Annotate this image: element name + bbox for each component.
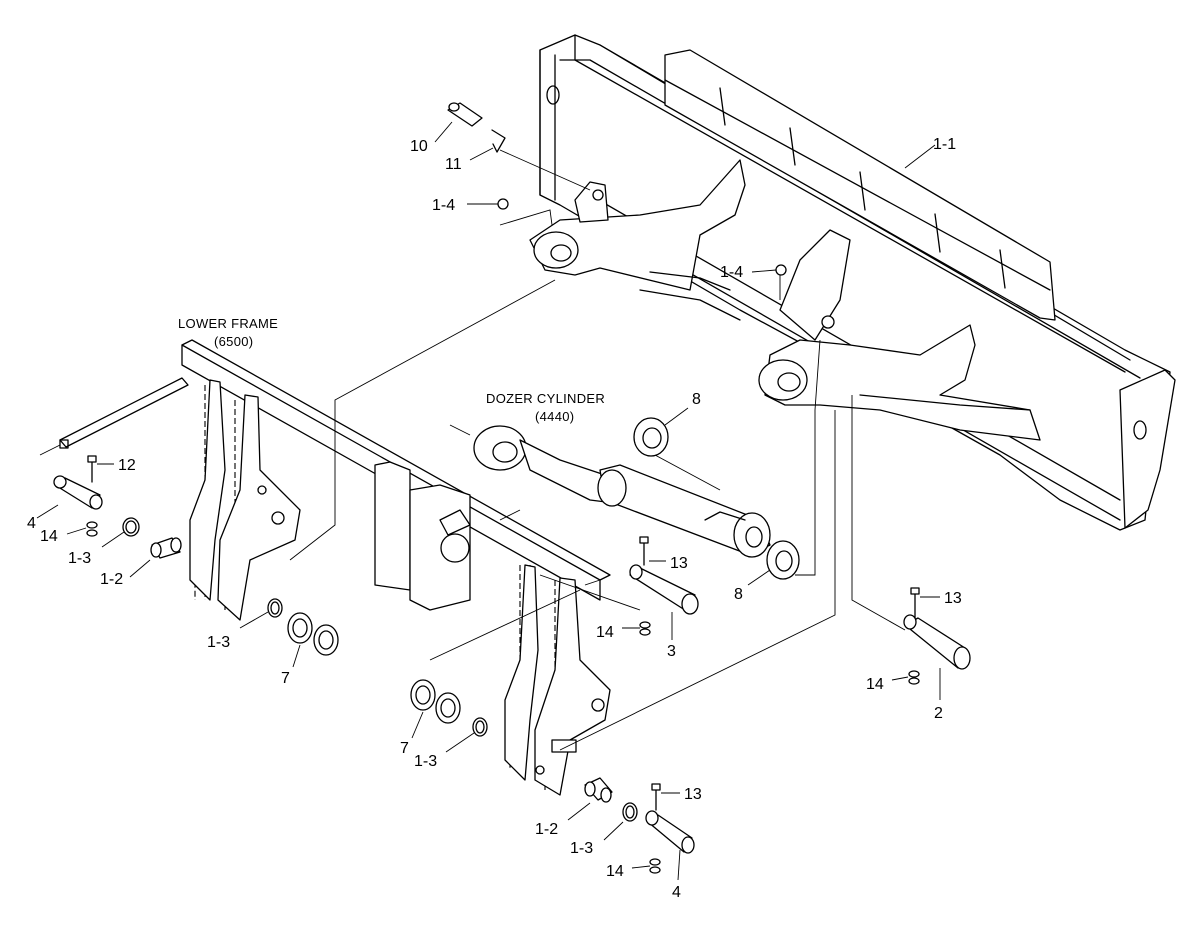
dozer-cylinder-title: DOZER CYLINDER bbox=[486, 391, 605, 406]
dozer-blade bbox=[539, 34, 1176, 531]
lower-frame-title: LOWER FRAME bbox=[178, 316, 278, 331]
titles: LOWER FRAME (6500) DOZER CYLINDER (4440) bbox=[178, 316, 605, 424]
callout-1-2-left: 1-2 bbox=[100, 571, 123, 588]
callout-7-left: 7 bbox=[281, 670, 290, 687]
callout-10: 10 bbox=[410, 138, 428, 155]
callout-11: 11 bbox=[445, 156, 462, 173]
callout-14-bottom: 14 bbox=[606, 863, 624, 880]
dozer-cylinder-code: (4440) bbox=[535, 409, 574, 424]
callout-4-bottom: 4 bbox=[672, 884, 681, 901]
push-arm-left bbox=[529, 159, 746, 321]
lower-frame-code: (6500) bbox=[214, 334, 253, 349]
callout-14-left: 14 bbox=[40, 528, 58, 545]
callout-1-4-mid: 1-4 bbox=[720, 264, 743, 281]
callout-2: 2 bbox=[934, 705, 943, 722]
leader-lines bbox=[289, 149, 906, 751]
callout-14-right: 14 bbox=[866, 676, 884, 693]
callout-13-bottom: 13 bbox=[684, 786, 702, 803]
callout-3: 3 bbox=[667, 643, 676, 660]
push-arm-right bbox=[758, 229, 1041, 441]
callout-leaders bbox=[36, 121, 941, 881]
callout-1-2-bottom: 1-2 bbox=[535, 821, 558, 838]
callout-12: 12 bbox=[118, 457, 136, 474]
callout-1-3-d: 1-3 bbox=[570, 840, 593, 857]
callout-4-left: 4 bbox=[27, 515, 36, 532]
callout-1-1: 1-1 bbox=[933, 136, 956, 153]
callout-1-4-left: 1-4 bbox=[432, 197, 455, 214]
callout-1-3-c: 1-3 bbox=[414, 753, 437, 770]
dozer-cylinder bbox=[449, 424, 771, 558]
callout-13-right: 13 bbox=[944, 590, 962, 607]
callout-labels: 10 11 1-4 1-4 1-1 8 8 12 4 14 1-3 1-2 1-… bbox=[27, 136, 962, 901]
callout-7-bottom: 7 bbox=[400, 740, 409, 757]
callout-1-3-b: 1-3 bbox=[207, 634, 230, 651]
small-parts bbox=[53, 102, 971, 874]
callout-8-top: 8 bbox=[692, 391, 701, 408]
callout-14-mid: 14 bbox=[596, 624, 614, 641]
callout-8-bottom: 8 bbox=[734, 586, 743, 603]
callout-13-mid: 13 bbox=[670, 555, 688, 572]
callout-1-3-a: 1-3 bbox=[68, 550, 91, 567]
lower-frame bbox=[39, 339, 611, 796]
